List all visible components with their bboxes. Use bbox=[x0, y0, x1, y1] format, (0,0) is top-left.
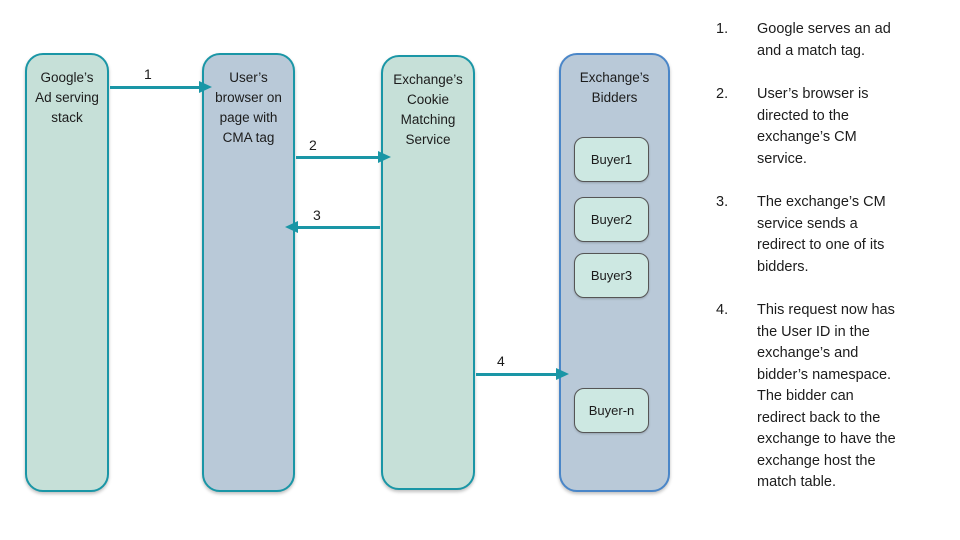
node-title: Exchange’s Bidders bbox=[579, 70, 650, 105]
buyer-label: Buyer1 bbox=[590, 152, 633, 167]
arrow-3-label: 3 bbox=[313, 207, 321, 223]
buyer-label: Buyer2 bbox=[590, 212, 633, 227]
node-cookie-matching-service: Exchange’s Cookie Matching Service bbox=[381, 55, 475, 490]
note-number: 4. bbox=[716, 302, 729, 318]
arrow-1-label: 1 bbox=[144, 66, 152, 82]
list-item: 1. Google serves an ad and a match tag. bbox=[716, 19, 944, 62]
note-text: Google serves an ad and a match tag. bbox=[757, 21, 891, 59]
node-title: Google’s Ad serving stack bbox=[35, 70, 99, 125]
list-item: 2. User’s browser is directed to the exc… bbox=[716, 84, 944, 170]
note-number: 3. bbox=[716, 194, 729, 210]
arrow-2-browser-to-cm bbox=[296, 151, 391, 163]
buyer-3-box: Buyer3 bbox=[574, 253, 649, 298]
node-exchange-bidders: Exchange’s Bidders Buyer1 Buyer2 Buyer3 … bbox=[559, 53, 670, 492]
node-title: User’s browser on page with CMA tag bbox=[215, 70, 282, 145]
arrow-1-google-to-browser bbox=[110, 81, 212, 93]
list-item: 4. This request now has the User ID in t… bbox=[716, 300, 944, 494]
note-text: User’s browser is directed to the exchan… bbox=[757, 86, 869, 167]
arrow-4-label: 4 bbox=[497, 353, 505, 369]
list-item: 3. The exchange’s CM service sends a red… bbox=[716, 192, 944, 278]
buyer-2-box: Buyer2 bbox=[574, 197, 649, 242]
note-number: 2. bbox=[716, 86, 729, 102]
node-user-browser: User’s browser on page with CMA tag bbox=[202, 53, 295, 492]
arrow-2-label: 2 bbox=[309, 137, 317, 153]
buyer-1-box: Buyer1 bbox=[574, 137, 649, 182]
note-text: This request now has the User ID in the … bbox=[757, 302, 896, 490]
node-title: Exchange’s Cookie Matching Service bbox=[393, 72, 463, 147]
buyer-label: Buyer3 bbox=[590, 268, 633, 283]
arrow-3-cm-to-browser bbox=[285, 221, 380, 233]
buyer-n-box: Buyer-n bbox=[574, 388, 649, 433]
note-number: 1. bbox=[716, 21, 729, 37]
buyer-label: Buyer-n bbox=[588, 403, 635, 418]
arrow-4-cm-to-bidders bbox=[476, 368, 569, 380]
notes-list: 1. Google serves an ad and a match tag. … bbox=[716, 19, 944, 516]
node-google-ad-serving-stack: Google’s Ad serving stack bbox=[25, 53, 109, 492]
note-text: The exchange’s CM service sends a redire… bbox=[757, 194, 886, 275]
